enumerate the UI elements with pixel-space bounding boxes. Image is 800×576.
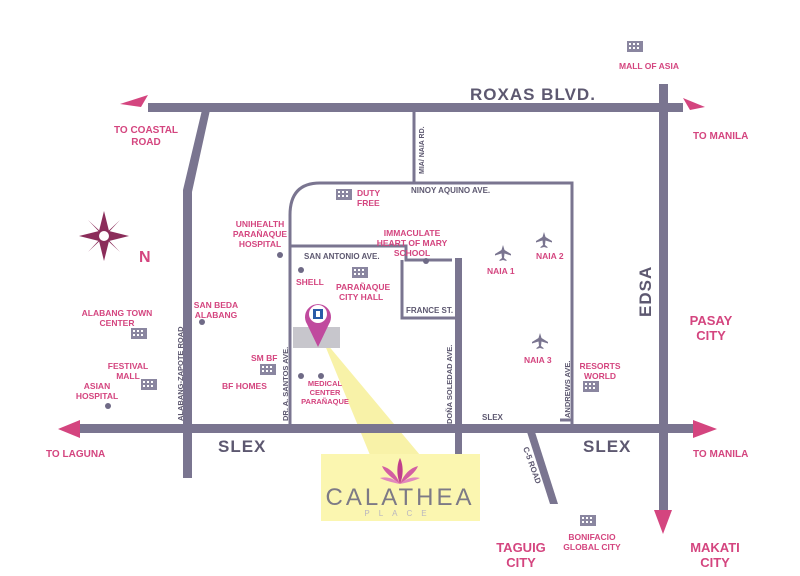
city-hall-icon [352,267,368,278]
bgc-label-1: BONIFACIO [568,532,616,542]
unihealth-label-2: PARAÑAQUE [233,229,287,239]
medical-label-2: CENTER [310,388,341,397]
to-coastal-label-1: TO COASTAL [114,125,178,136]
taguig-label-1: TAGUIG [496,540,546,555]
asian-label-2: HOSPITAL [76,391,118,401]
mia-label: MIA/ NAIA RD. [419,126,426,174]
resorts-world-icon [583,381,599,392]
sm-bf-label: SM BF [251,353,277,363]
san-antonio-label: SAN ANTONIO AVE. [304,252,380,261]
edsa-label: EDSA [636,266,655,317]
naia1-plane-icon [495,245,511,261]
makati-label-1: MAKATI [690,540,740,555]
naia1-label: NAIA 1 [487,266,515,276]
naia2-label: NAIA 2 [536,251,564,261]
city-hall-label-2: CITY HALL [339,292,383,302]
naia2-plane-icon [536,232,552,248]
bf-homes-label: BF HOMES [222,381,267,391]
atc-label-2: CENTER [100,318,135,328]
to-coastal-label-2: ROAD [131,137,160,148]
city-hall-label-1: PARAÑAQUE [336,282,390,292]
alabang-zapote-label: ALABANG-ZAPOTE ROAD [176,326,185,421]
bgc-label-2: GLOBAL CITY [563,542,621,552]
france-label: FRANCE ST. [406,306,453,315]
immaculate-label-1: IMMACULATE [384,228,441,238]
pasay-label-1: PASAY [690,313,733,328]
san-beda-label-1: SAN BEDA [194,300,238,310]
immaculate-label-3: SCHOOL [394,248,430,258]
slex-left-label: SLEX [218,437,266,456]
makati-label-2: CITY [700,555,730,570]
festival-label-2: MALL [116,371,140,381]
direction-arrows [58,95,717,534]
resorts-label-1: RESORTS [579,361,620,371]
santos-label: DR. A. SANTOS AVE. [281,347,290,421]
duty-free-icon [336,189,352,200]
resorts-label-2: WORLD [584,371,616,381]
duty-free-label-2: FREE [357,198,380,208]
minor-roads [288,106,574,427]
to-laguna-label: TO LAGUNA [46,449,105,460]
festival-label-1: FESTIVAL [108,361,148,371]
calathea-sub: PLACE [364,509,435,518]
ninoy-label: NINOY AQUINO AVE. [411,186,490,195]
alabang-town-center-icon [131,328,147,339]
calathea-name: CALATHEA [326,484,475,511]
shell-label: SHELL [296,277,324,287]
roxas-label: ROXAS BLVD. [470,85,596,104]
san-beda-label-2: ALABANG [195,310,238,320]
compass-north-label: N [139,249,151,266]
location-pin-icon [305,304,331,347]
to-manila-top-label: TO MANILA [693,131,748,142]
compass-icon [79,211,129,261]
landmark-dots [105,252,429,409]
sm-bf-icon [260,364,276,375]
asian-label-1: ASIAN [84,381,110,391]
andrews-label: ANDREWS AVE. [563,360,572,418]
slex-small-label: SLEX [482,413,504,422]
naia3-plane-icon [532,333,548,349]
medical-label-3: PARAÑAQUE [301,397,349,406]
duty-free-label-1: DUTY [357,188,380,198]
dona-soledad-label: DOÑA SOLEDAD AVE. [445,345,454,424]
naia3-label: NAIA 3 [524,355,552,365]
calathea-flower-icon [380,458,420,484]
unihealth-label-1: UNIHEALTH [236,219,284,229]
festival-mall-icon [141,379,157,390]
slex-right-label: SLEX [583,437,631,456]
taguig-label-2: CITY [506,555,536,570]
moa-label: MALL OF ASIA [619,61,679,71]
bgc-icon [580,515,596,526]
medical-label-1: MEDICAL [308,379,343,388]
unihealth-label-3: HOSPITAL [239,239,281,249]
immaculate-label-2: HEART OF MARY [377,238,448,248]
pasay-label-2: CITY [696,328,726,343]
atc-label-1: ALABANG TOWN [82,308,153,318]
to-manila-bottom-label: TO MANILA [693,449,748,460]
major-roads [80,84,693,514]
mall-of-asia-icon [627,41,643,52]
